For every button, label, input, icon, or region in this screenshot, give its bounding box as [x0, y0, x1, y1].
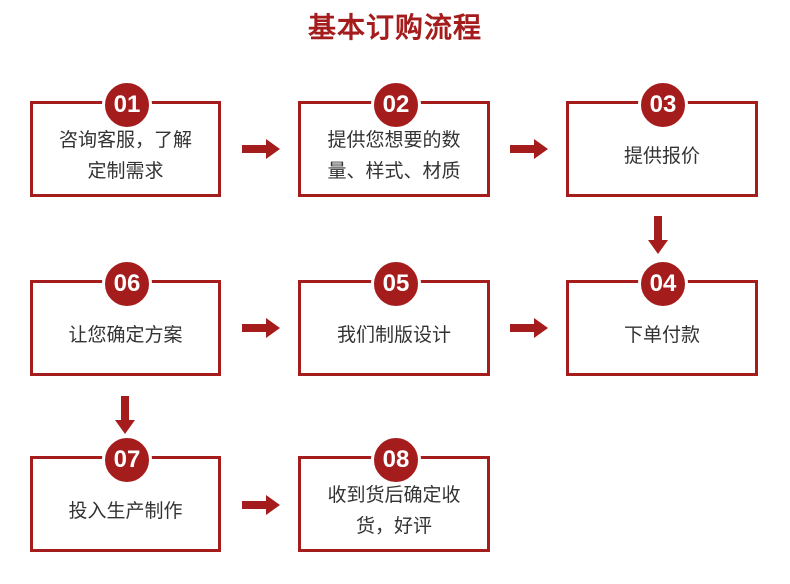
step-08-text: 收到货后确定收 货，好评	[327, 484, 461, 537]
step-03-text: 提供报价	[623, 144, 700, 167]
arrow-down-icon	[115, 396, 135, 434]
step-06-number-badge: 06	[102, 259, 152, 309]
step-07-text: 投入生产制作	[68, 499, 183, 522]
step-05-text: 我们制版设计	[336, 323, 451, 346]
step-01-number-badge: 01	[102, 80, 152, 130]
step-01-text: 咨询客服，了解 定制需求	[58, 129, 192, 182]
step-03-number-badge: 03	[638, 80, 688, 130]
step-07: 投入生产制作	[30, 456, 221, 552]
step-07-number-badge: 07	[102, 435, 152, 485]
page-title: 基本订购流程	[307, 11, 482, 44]
step-08-number-badge: 08	[371, 435, 421, 485]
arrow-right-icon	[242, 139, 280, 159]
arrow-right-icon	[242, 495, 280, 515]
step-04-text: 下单付款	[623, 323, 700, 346]
step-04-number-badge: 04	[638, 259, 688, 309]
arrow-down-icon	[648, 216, 668, 254]
step-02-text: 提供您想要的数 量、样式、材质	[327, 129, 461, 182]
arrow-right-icon	[510, 318, 548, 338]
arrow-right-icon	[242, 318, 280, 338]
step-02-number-badge: 02	[371, 80, 421, 130]
arrow-right-icon	[510, 139, 548, 159]
step-05-number-badge: 05	[371, 259, 421, 309]
step-06-text: 让您确定方案	[68, 323, 183, 346]
